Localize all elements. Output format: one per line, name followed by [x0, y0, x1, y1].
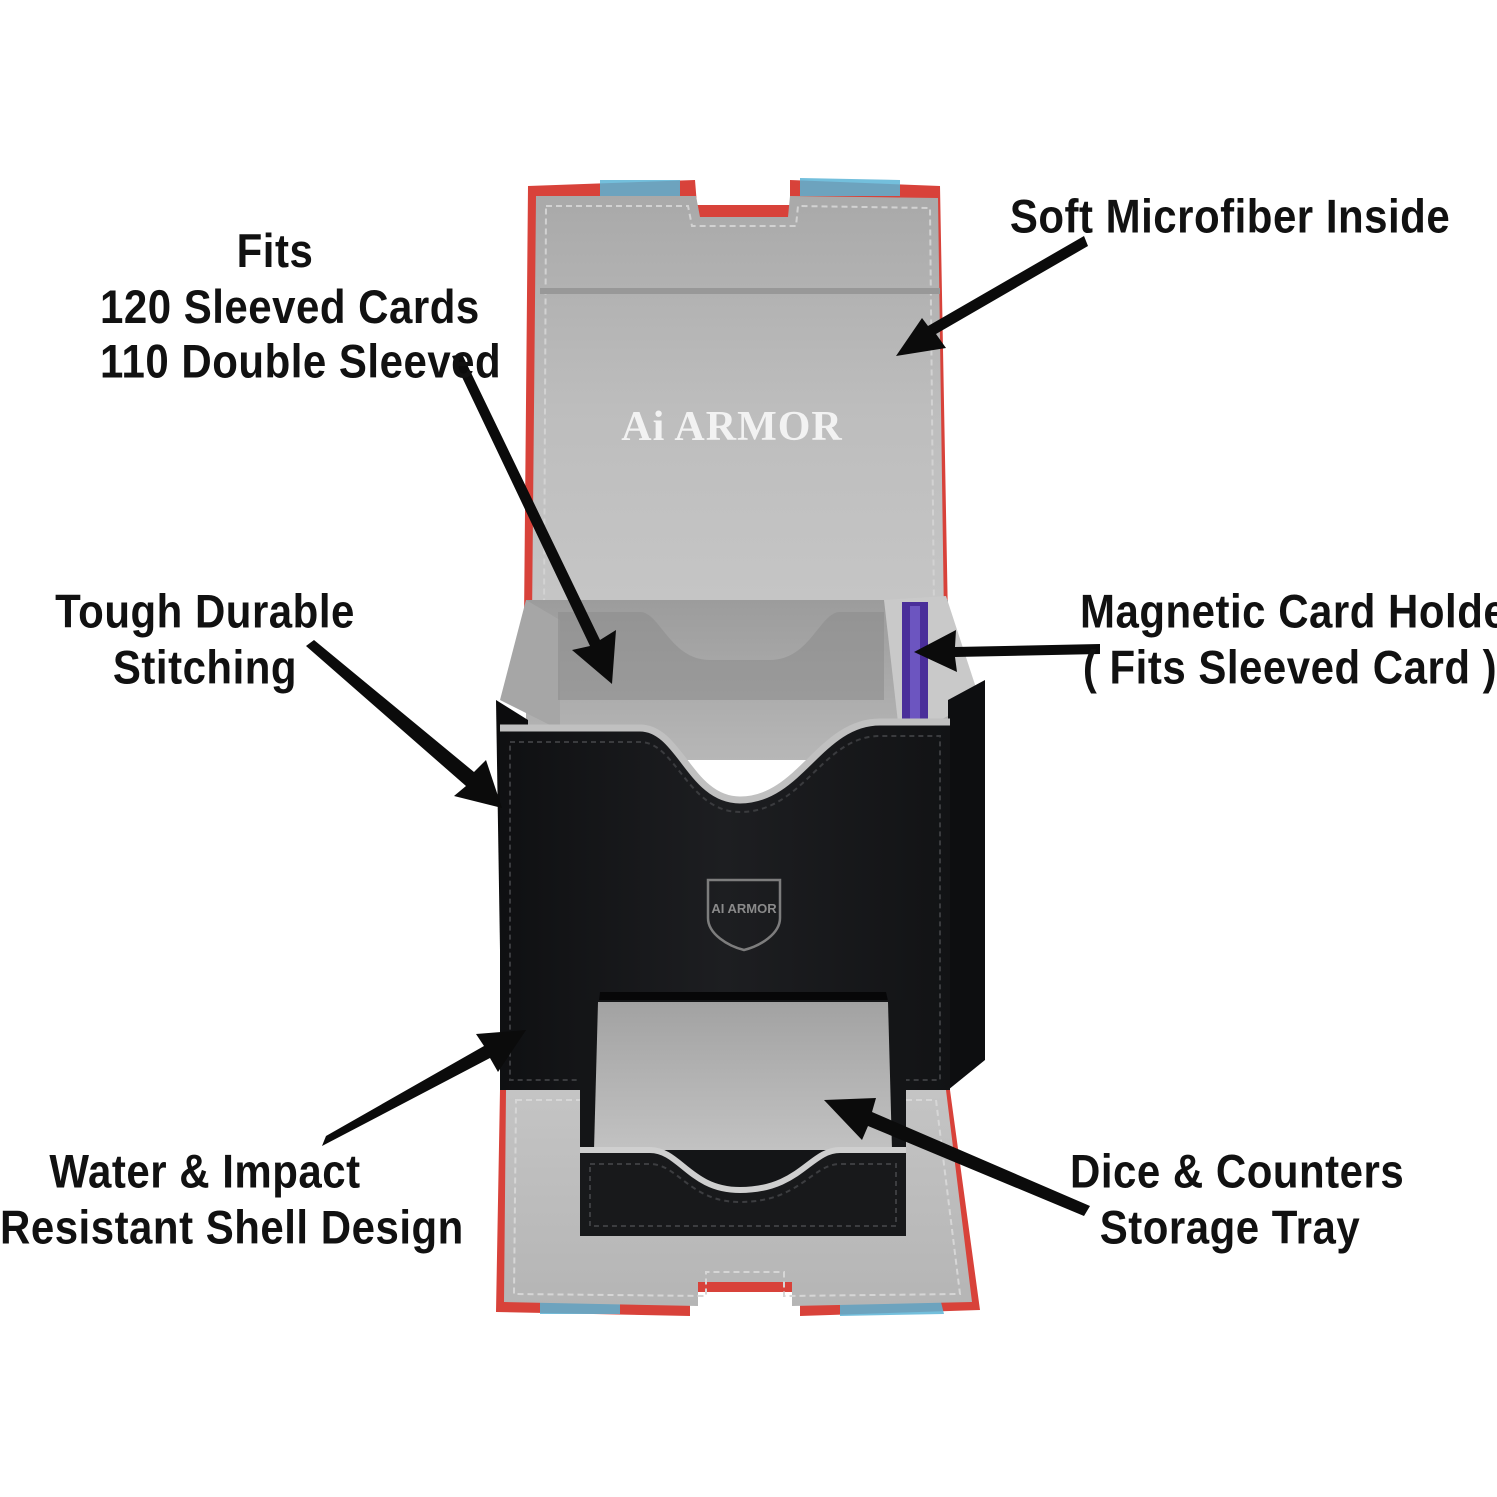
label-microfiber: Soft Microfiber Inside [1000, 189, 1460, 244]
label-dice-line2: Storage Tray [1099, 1200, 1361, 1254]
label-dice: Dice & Counters Storage Tray [1070, 1144, 1405, 1255]
stitching-arrow [306, 640, 502, 808]
label-water-line1: Water & Impact [49, 1145, 361, 1198]
tray-floor [594, 1002, 892, 1150]
flap-stitching [512, 1099, 962, 1298]
front-stitching [509, 735, 941, 1081]
label-stitching-line2: Stitching [112, 640, 298, 694]
tray-stitching [589, 1163, 897, 1227]
lid: Ai ARMOR [524, 178, 948, 620]
label-stitching-line1: Tough Durable [55, 585, 355, 638]
annotation-arrows [306, 236, 1100, 1216]
label-water-line2: Resistant Shell Design [0, 1200, 464, 1254]
label-dice-line1: Dice & Counters [1070, 1145, 1405, 1198]
lid-logo: Ai ARMOR [621, 404, 843, 450]
label-fits-line1: Fits [236, 224, 314, 277]
water-arrow [322, 1030, 526, 1146]
label-water: Water & Impact Resistant Shell Design [0, 1144, 464, 1255]
front-rim [500, 718, 950, 804]
dice-arrow [824, 1098, 1090, 1216]
microfiber-arrow [896, 236, 1088, 356]
label-magnetic-line2: ( Fits Sleeved Card ) [1082, 640, 1497, 694]
front-shield-logo: AI ARMOR [706, 878, 782, 952]
lid-printed-edge-blue [600, 178, 900, 200]
label-fits-line3: 110 Double Sleeved [100, 335, 502, 388]
tray-front [580, 1150, 906, 1236]
label-magnetic: Magnetic Card Holder ( Fits Sleeved Card… [1080, 584, 1497, 695]
front-logo-text: AI ARMOR [711, 901, 777, 916]
magnetic-arrow [914, 630, 1100, 672]
fits-arrow [452, 354, 616, 684]
label-fits-line2: 120 Sleeved Cards [100, 279, 480, 333]
interior-left-wall [500, 600, 560, 730]
tray-rim [580, 1147, 906, 1194]
magnetic-card-edge [910, 606, 920, 738]
lid-microfiber [532, 196, 944, 620]
lid-fold [540, 288, 940, 294]
label-microfiber-line1: Soft Microfiber Inside [1009, 190, 1451, 243]
label-fits: Fits 120 Sleeved Cards 110 Double Sleeve… [100, 223, 502, 389]
label-magnetic-line1: Magnetic Card Holder [1080, 585, 1497, 638]
back-wall-cutout [558, 612, 884, 700]
box-right-side [948, 680, 985, 1090]
dice-tray [580, 992, 906, 1236]
label-stitching: Tough Durable Stitching [40, 584, 370, 695]
